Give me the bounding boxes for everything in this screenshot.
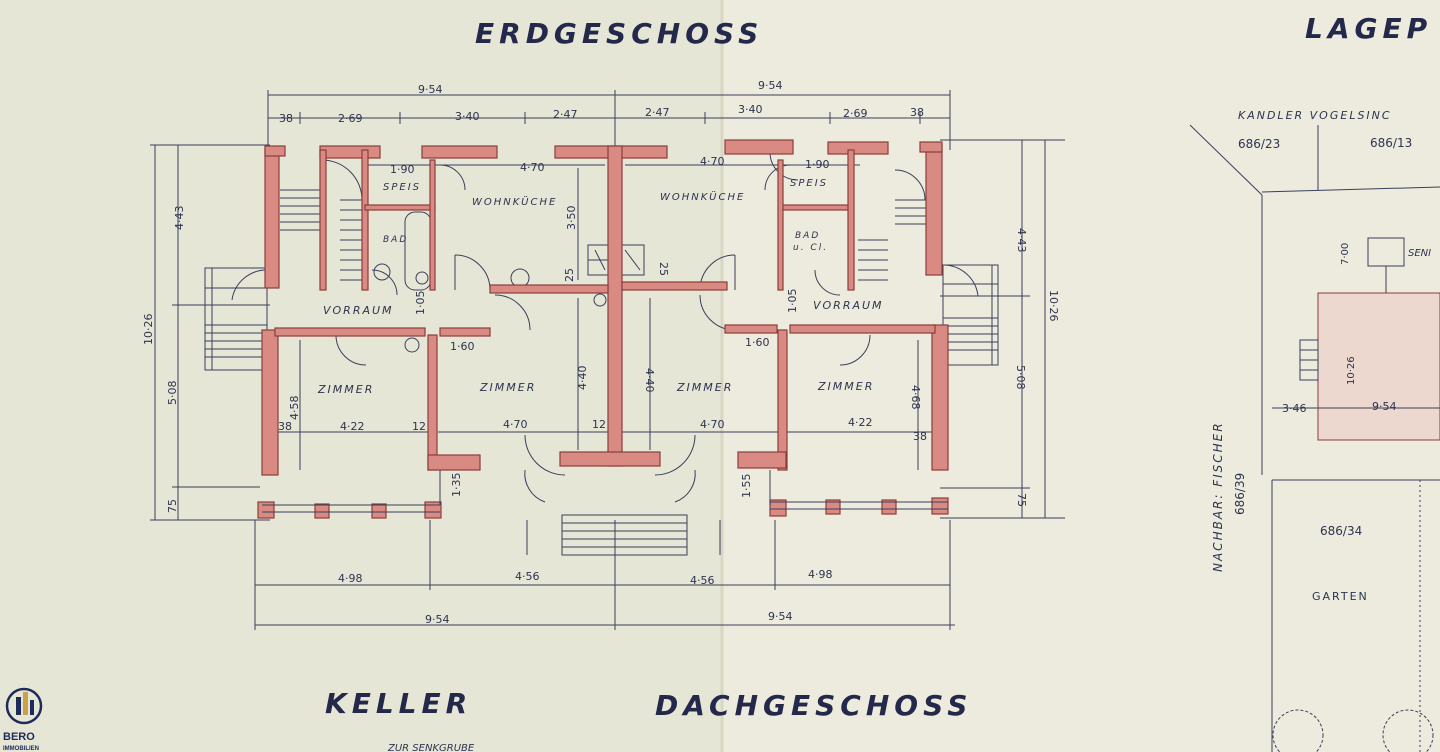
site-plan — [1189, 124, 1440, 752]
room-bad-right: BAD — [795, 231, 820, 241]
dim-left-75: 75 — [166, 499, 179, 513]
cellar-note: ZUR SENKGRUBE — [387, 743, 475, 752]
dim-left-1026: 10·26 — [142, 314, 155, 346]
dim-mid-350: 3·50 — [565, 206, 578, 231]
dim-bottom-total-left: 9·54 — [425, 613, 450, 626]
front-facade-lines — [262, 470, 948, 513]
site-dim-700: 7·00 — [1340, 243, 1351, 265]
dim-zimmer-422-right: 4·22 — [848, 416, 873, 429]
site-garden: GARTEN — [1312, 590, 1369, 603]
dim-mid-440-right: 4·40 — [643, 368, 656, 393]
dim-top-38-right: 38 — [910, 106, 924, 119]
site-dim-346: 3·46 — [1282, 402, 1307, 415]
dim-mid-25-left: 25 — [563, 268, 576, 282]
site-neighbor-side: NACHBAR: FISCHER — [1211, 421, 1225, 572]
site-garden-parcel: 686/34 — [1320, 524, 1362, 538]
dim-mid-160-right: 1·60 — [745, 336, 770, 349]
dim-top-269-right: 2·69 — [843, 107, 868, 120]
room-zimmer-4: ZIMMER — [817, 380, 874, 393]
dim-top-total-left: 9·54 — [418, 83, 443, 96]
dim-inner-190-left: 1·90 — [390, 163, 415, 176]
dim-top-38-left: 38 — [279, 112, 293, 125]
dim-bottom-total-right: 9·54 — [768, 610, 793, 623]
paper-left-half — [0, 0, 722, 752]
room-vorraum-right: VORRAUM — [813, 299, 884, 312]
dim-zimmer-470-right: 4·70 — [700, 418, 725, 431]
logo-name: BERO — [3, 731, 35, 743]
dim-top-247-right: 2·47 — [645, 106, 670, 119]
dim-small-105-right: 1·05 — [786, 289, 799, 314]
room-zimmer-3: ZIMMER — [676, 381, 733, 394]
dim-small-105-left: 1·05 — [414, 291, 427, 316]
dim-top-340-right: 3·40 — [738, 103, 763, 116]
room-wc-right: u. Cl. — [793, 243, 828, 253]
dim-left-508: 5·08 — [166, 381, 179, 406]
dim-mid-160-left: 1·60 — [450, 340, 475, 353]
site-neighbor-parcel: 686/39 — [1233, 473, 1247, 515]
dim-bottom-498-left: 4·98 — [338, 572, 363, 585]
site-sen-label: SENI — [1408, 248, 1431, 259]
dim-small-12a: 12 — [412, 420, 426, 433]
room-speis-right: SPEIS — [790, 178, 828, 189]
room-zimmer-2: ZIMMER — [479, 381, 536, 394]
room-vorraum-left: VORRAUM — [323, 304, 394, 317]
room-bad-left: BAD — [383, 235, 408, 245]
dim-small-12b: 12 — [592, 418, 606, 431]
dim-small-38a: 38 — [278, 420, 292, 433]
walls — [257, 139, 949, 519]
site-dim-1026: 10·26 — [1346, 356, 1357, 385]
logo-sub: IMMOBILIEN — [3, 746, 39, 752]
dim-mid-25-right: 25 — [657, 262, 670, 276]
room-zimmer-1: ZIMMER — [317, 383, 374, 396]
dimension-labels: 9·54 9·54 38 2·69 3·40 2·47 2·47 3·40 2·… — [142, 79, 1060, 626]
dim-mid-440-left: 4·40 — [576, 366, 589, 391]
dim-inner-470-left: 4·70 — [520, 161, 545, 174]
dim-right-1026: 10·26 — [1047, 290, 1060, 322]
dim-bottom-456-left: 4·56 — [515, 570, 540, 583]
dim-small-155: 1·55 — [740, 474, 753, 499]
site-parcel-a: 686/23 — [1238, 137, 1280, 151]
dim-small-38b: 38 — [913, 430, 927, 443]
dim-top-340-left: 3·40 — [455, 110, 480, 123]
dim-zimmer-470-left: 4·70 — [503, 418, 528, 431]
dim-zimmer-468: 4·68 — [909, 385, 922, 410]
dim-small-135: 1·35 — [450, 473, 463, 498]
logo-ring-icon — [5, 687, 43, 725]
room-wohnkueche-right: WOHNKÜCHE — [660, 190, 745, 203]
room-wohnkueche-left: WOHNKÜCHE — [472, 195, 557, 208]
dim-bottom-498-right: 4·98 — [808, 568, 833, 581]
dimension-lines — [150, 90, 1065, 630]
dim-inner-470-right: 4·70 — [700, 155, 725, 168]
dim-top-total-right: 9·54 — [758, 79, 783, 92]
site-parcel-b: 686/13 — [1370, 136, 1412, 150]
dim-bottom-456-right: 4·56 — [690, 574, 715, 587]
title-dachgeschoss: DACHGESCHOSS — [655, 689, 972, 722]
dim-left-443: 4·43 — [173, 206, 186, 231]
dim-zimmer-422-left: 4·22 — [340, 420, 365, 433]
dim-top-269-left: 2·69 — [338, 112, 363, 125]
dim-right-75: 75 — [1015, 493, 1028, 507]
title-lager: LAGEP — [1305, 12, 1432, 45]
room-speis-left: SPEIS — [383, 182, 421, 193]
dim-inner-190-right: 1·90 — [805, 158, 830, 171]
title-erdgeschoss: ERDGESCHOSS — [475, 17, 763, 50]
dim-right-508: 5·08 — [1014, 365, 1027, 390]
site-dim-954: 9·54 — [1372, 400, 1397, 413]
title-keller: KELLER — [325, 687, 472, 720]
dim-right-443: 4·43 — [1015, 228, 1028, 253]
dim-zimmer-458: 4·58 — [288, 396, 301, 421]
site-neighbors-top: KANDLER VOGELSINC — [1238, 109, 1392, 122]
bero-logo: BERO IMMOBILIEN — [3, 687, 43, 752]
dim-top-247-left: 2·47 — [553, 108, 578, 121]
